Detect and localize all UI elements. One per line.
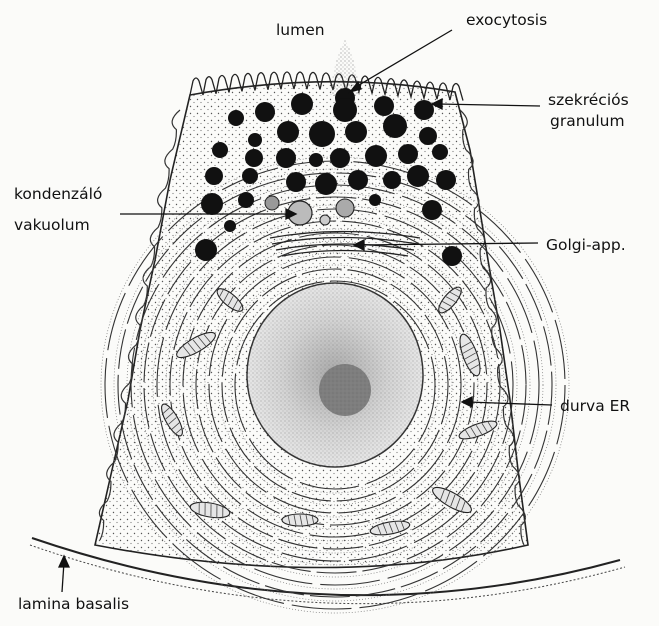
secretory-granule	[345, 121, 367, 143]
secretory-granule	[383, 171, 401, 189]
label-exocytosis: exocytosis	[466, 11, 547, 29]
label-rough-er: durva ER	[560, 397, 630, 415]
label-basal-lamina: lamina basalis	[18, 595, 129, 613]
secretory-granule	[383, 114, 407, 138]
secretory-granule	[442, 246, 462, 266]
secretory-granule	[422, 200, 442, 220]
secretory-granule	[248, 133, 262, 147]
secretory-granule	[238, 192, 254, 208]
secretory-granule	[315, 173, 337, 195]
nucleus	[247, 283, 423, 467]
label-lumen: lumen	[276, 21, 325, 39]
secretory-granule	[436, 170, 456, 190]
secretory-granule	[255, 102, 275, 122]
secretory-granule	[195, 239, 217, 261]
secretory-granule	[432, 144, 448, 160]
secretory-granule	[201, 193, 223, 215]
label-secretory-granule-1: szekréciós	[548, 91, 629, 109]
secretory-granule	[330, 148, 350, 168]
secretory-granule	[309, 153, 323, 167]
label-secretory-granule-2: granulum	[550, 112, 625, 130]
secretory-granule	[374, 96, 394, 116]
secretory-granule	[309, 121, 335, 147]
secretory-granule	[224, 220, 236, 232]
secretory-granule	[369, 194, 381, 206]
secretory-granule	[414, 100, 434, 120]
secretory-granule	[245, 149, 263, 167]
secretory-granule	[212, 142, 228, 158]
secretory-granule	[365, 145, 387, 167]
secretory-granule	[333, 98, 357, 122]
secretory-granule	[277, 121, 299, 143]
secretory-granule	[228, 110, 244, 126]
secretory-granule	[286, 172, 306, 192]
secretory-granule	[242, 168, 258, 184]
secretory-granule	[276, 148, 296, 168]
label-condensing-vacuole-1: kondenzáló	[14, 185, 102, 203]
secretory-granule	[407, 165, 429, 187]
secretory-granule	[348, 170, 368, 190]
secretory-granule	[419, 127, 437, 145]
secretory-granule	[291, 93, 313, 115]
secretory-granule	[398, 144, 418, 164]
label-golgi: Golgi-app.	[546, 236, 626, 254]
label-condensing-vacuole-2: vakuolum	[14, 216, 90, 234]
secretory-granule	[205, 167, 223, 185]
